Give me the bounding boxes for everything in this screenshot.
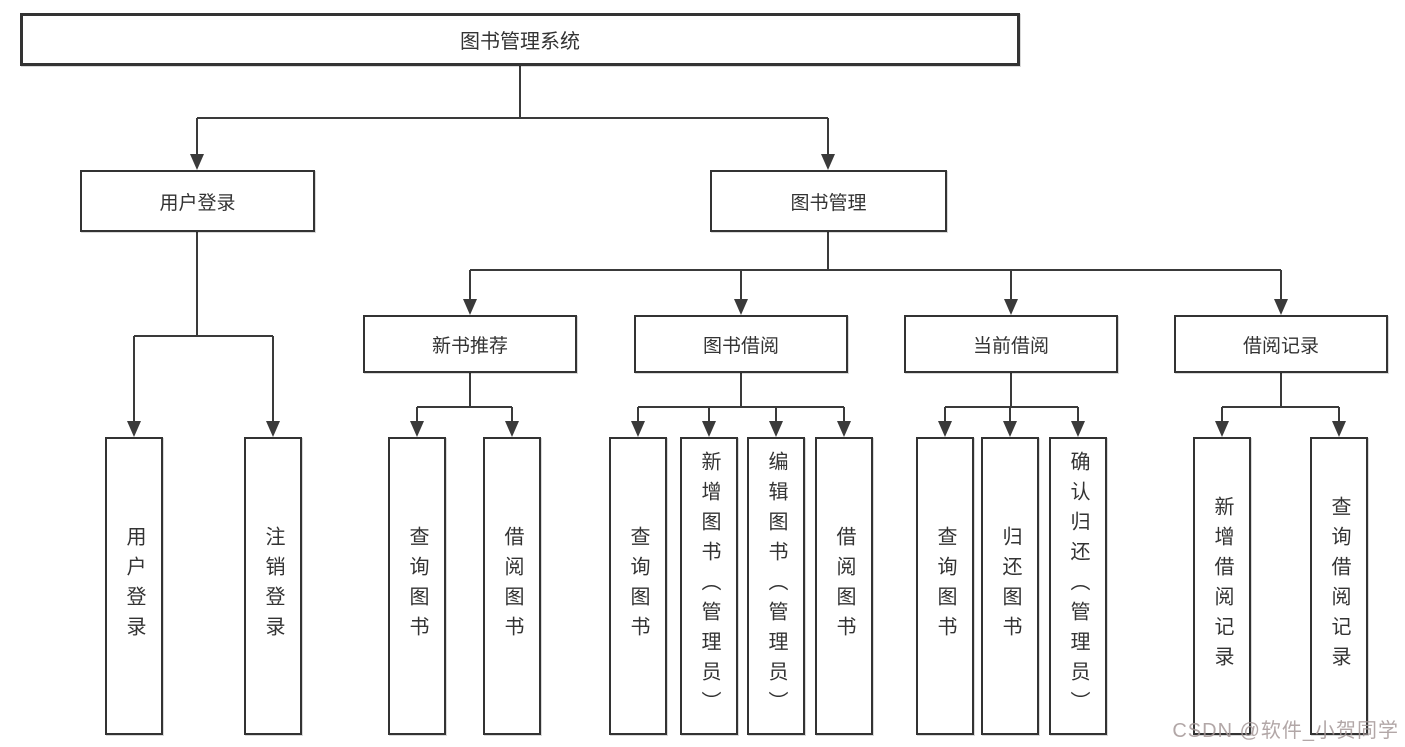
connector-book-borrow-to-children [631,373,851,437]
arrow-down-icon [410,421,424,437]
node-label: 借阅图书 [501,526,523,646]
arrow-down-icon [1071,421,1085,437]
node-user-login: 用户登录 [80,170,315,232]
arrow-down-icon [463,299,477,315]
arrow-down-icon [127,421,141,437]
connector-borrow-records-to-children [1215,373,1346,437]
connector-user-login-to-children [127,232,280,437]
node-label: 查询图书 [406,526,428,646]
node-label: 确认归还（管理员） [1067,451,1089,721]
node-query-books-recommend: 查询图书 [388,437,446,735]
node-borrow-records: 借阅记录 [1174,315,1388,373]
node-label: 注销登录 [262,526,284,646]
node-new-book-recommend: 新书推荐 [363,315,577,373]
node-edit-book-admin: 编辑图书（管理员） [747,437,805,735]
node-book-management: 图书管理 [710,170,947,232]
node-label: 新增图书（管理员） [698,451,720,721]
connector-new-book-recommend-to-children [410,373,519,437]
connector-root-to-level2 [190,66,835,170]
node-borrow-books-action: 借阅图书 [815,437,873,735]
arrow-down-icon [821,154,835,170]
node-label: 编辑图书（管理员） [765,451,787,721]
arrow-down-icon [837,421,851,437]
arrow-down-icon [702,421,716,437]
connector-current-borrow-to-children [938,373,1085,437]
node-logout-action: 注销登录 [244,437,302,735]
node-book-borrow: 图书借阅 [634,315,848,373]
arrow-down-icon [1215,421,1229,437]
arrow-down-icon [190,154,204,170]
node-label: 用户登录 [123,526,145,646]
node-label: 查询图书 [627,526,649,646]
arrow-down-icon [266,421,280,437]
arrow-down-icon [938,421,952,437]
arrow-down-icon [734,299,748,315]
arrow-down-icon [1332,421,1346,437]
node-add-borrow-record: 新增借阅记录 [1193,437,1251,735]
node-return-books: 归还图书 [981,437,1039,735]
node-user-login-action: 用户登录 [105,437,163,735]
arrow-down-icon [631,421,645,437]
arrow-down-icon [1274,299,1288,315]
connector-book-management-to-level3 [463,232,1288,315]
node-label: 新增借阅记录 [1211,496,1233,676]
node-query-books-borrow: 查询图书 [609,437,667,735]
node-current-borrow: 当前借阅 [904,315,1118,373]
node-label: 查询图书 [934,526,956,646]
arrow-down-icon [769,421,783,437]
node-label: 归还图书 [999,526,1021,646]
arrow-down-icon [1003,421,1017,437]
node-label: 查询借阅记录 [1328,496,1350,676]
arrow-down-icon [1004,299,1018,315]
arrow-down-icon [505,421,519,437]
node-add-book-admin: 新增图书（管理员） [680,437,738,735]
node-confirm-return-admin: 确认归还（管理员） [1049,437,1107,735]
node-query-books-current: 查询图书 [916,437,974,735]
node-root: 图书管理系统 [20,13,1020,66]
node-label: 借阅图书 [833,526,855,646]
node-borrow-books-recommend: 借阅图书 [483,437,541,735]
node-query-borrow-record: 查询借阅记录 [1310,437,1368,735]
